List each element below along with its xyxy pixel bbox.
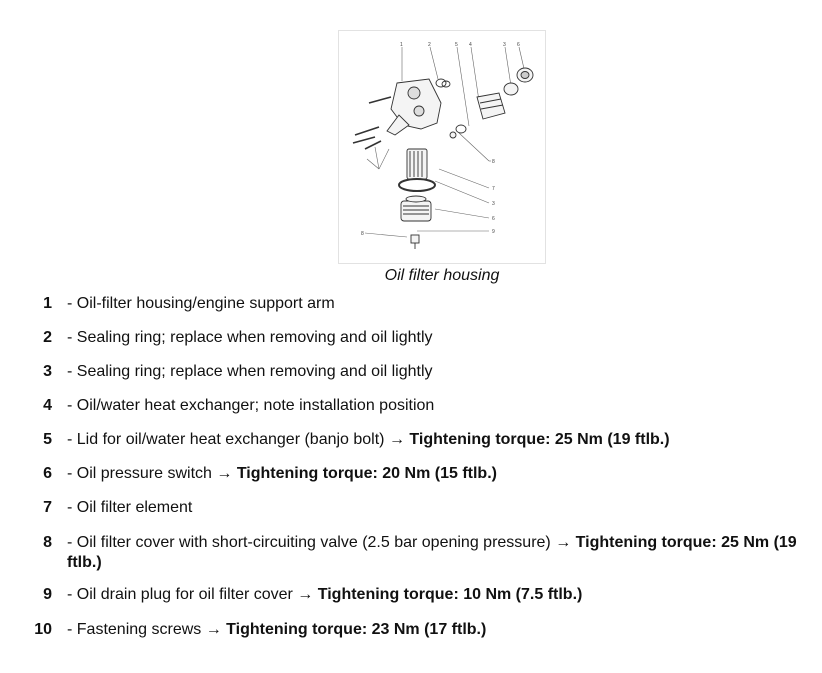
item-text: - Oil filter cover with short-circuiting… [67,534,551,551]
item-description: - Sealing ring; replace when removing an… [67,328,807,348]
item-text: - Oil filter element [67,499,193,516]
item-description: - Oil/water heat exchanger; note install… [67,396,807,416]
item-number: 6 [43,465,52,482]
item-number: 7 [43,499,52,516]
item-number: 4 [43,397,52,414]
arrow-icon: → [550,534,576,551]
item-number: 3 [43,363,52,380]
item-number: 9 [43,586,52,603]
torque-spec: Tightening torque: 20 Nm (15 ftlb.) [236,465,497,482]
item-text: - Oil/water heat exchanger; note install… [67,397,435,414]
item-description: - Oil drain plug for oil filter cover → … [67,585,807,605]
item-text: - Oil drain plug for oil filter cover [67,586,293,603]
item-text: - Sealing ring; replace when removing an… [67,329,433,346]
arrow-icon: → [292,586,318,603]
exploded-diagram-drawing: 1 2 5 4 3 6 8 7 3 6 9 8 [352,42,534,249]
item-text: - Oil-filter housing/engine support arm [67,295,335,312]
callout-1: 1 [400,42,403,48]
item-number: 10 [34,621,52,638]
callout-right-8: 8 [492,159,495,165]
item-description: - Lid for oil/water heat exchanger (banj… [67,430,807,450]
item-description: - Oil filter element [67,498,807,518]
item-description: - Oil-filter housing/engine support arm [67,294,807,314]
arrow-icon: → [384,431,410,448]
arrow-icon: → [201,621,227,638]
item-text: - Sealing ring; replace when removing an… [67,363,433,380]
item-text: - Lid for oil/water heat exchanger (banj… [67,431,385,448]
torque-spec: Tightening torque: 10 Nm (7.5 ftlb.) [317,586,583,603]
callout-2: 2 [428,42,431,48]
torque-spec: Tightening torque: 25 Nm (19 ftlb.) [409,431,670,448]
callout-6: 6 [517,42,520,48]
item-description: - Oil filter cover with short-circuiting… [67,533,807,573]
item-description: - Sealing ring; replace when removing an… [67,362,807,382]
torque-spec: Tightening torque: 25 Nm (19 ftlb.) [67,534,802,571]
item-number: 1 [43,295,52,312]
item-number: 2 [43,329,52,346]
callout-3: 3 [503,42,506,48]
item-number: 8 [43,534,52,551]
item-number: 5 [43,431,52,448]
item-description: - Oil pressure switch → Tightening torqu… [67,464,807,484]
callout-right-3: 3 [492,201,495,207]
exploded-diagram: 1 2 5 4 3 6 8 7 3 6 9 8 [338,30,546,264]
callout-4: 4 [469,42,472,48]
item-text: - Fastening screws [67,621,202,638]
arrow-icon: → [211,465,237,482]
item-description: - Fastening screws → Tightening torque: … [67,620,807,640]
callout-5: 5 [455,42,458,48]
callout-left-8: 8 [361,231,364,237]
callout-right-6: 6 [492,216,495,222]
callout-right-7: 7 [492,186,495,192]
item-text: - Oil pressure switch [67,465,212,482]
callout-right-9: 9 [492,229,495,235]
torque-spec: Tightening torque: 23 Nm (17 ftlb.) [226,621,487,638]
figure-caption: Oil filter housing [384,267,500,284]
